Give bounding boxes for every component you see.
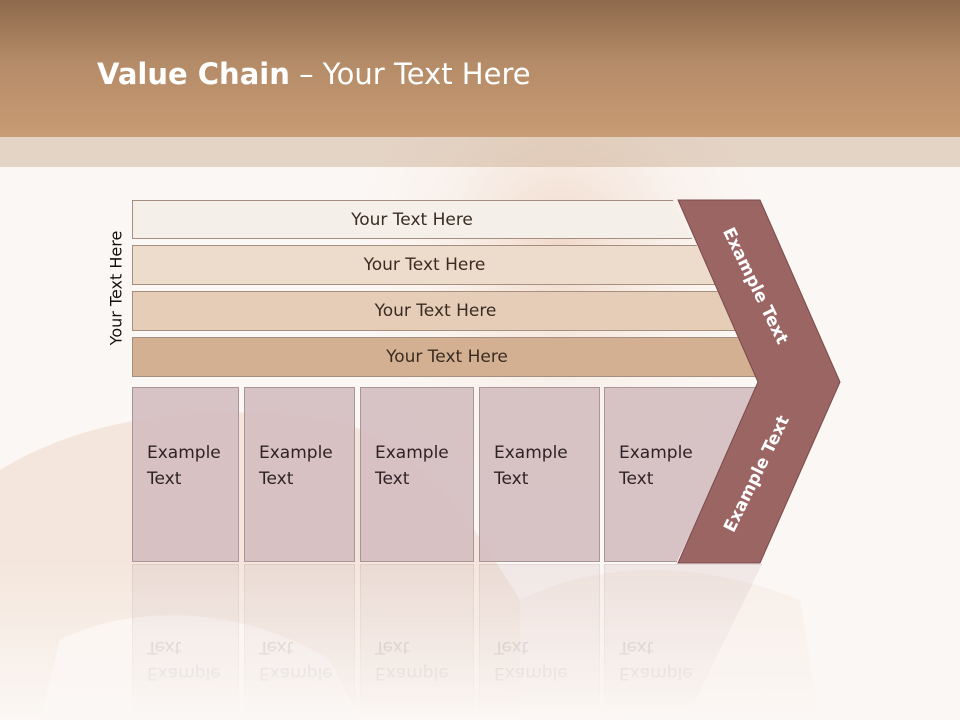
title-band [0, 137, 960, 167]
support-row-4: Your Text Here [132, 337, 762, 377]
page-title: Value Chain – Your Text Here [97, 52, 531, 96]
cell-line-2: Text [494, 469, 529, 489]
primary-cell-4: Example Text [479, 387, 600, 562]
support-row-2: Your Text Here [132, 245, 717, 285]
cell-line-1: Example [147, 443, 221, 463]
primary-cell-1: Example Text [132, 387, 239, 562]
cell-line-1: Example [259, 443, 333, 463]
primary-cell-2: Example Text [244, 387, 355, 562]
cell-line-2: Text [147, 469, 182, 489]
support-row-1: Your Text Here [132, 200, 692, 239]
cell-line-1: Example [619, 443, 693, 463]
support-row-label: Your Text Here [351, 209, 473, 230]
support-row-label: Your Text Here [374, 301, 497, 321]
title-bar [0, 0, 960, 137]
support-row-label: Your Text Here [363, 255, 486, 275]
chevron-shape [677, 199, 841, 564]
title-rest: – Your Text Here [289, 57, 531, 91]
cell-line-2: Text [259, 469, 294, 489]
primary-cell-3: Example Text [360, 387, 474, 562]
support-row-label: Your Text Here [386, 347, 508, 367]
cell-line-2: Text [375, 469, 410, 489]
title-bold: Value Chain [97, 57, 290, 91]
support-row-3: Your Text Here [132, 291, 739, 331]
cell-line-2: Text [619, 469, 654, 489]
cell-line-1: Example [375, 443, 449, 463]
cell-line-1: Example [494, 443, 568, 463]
